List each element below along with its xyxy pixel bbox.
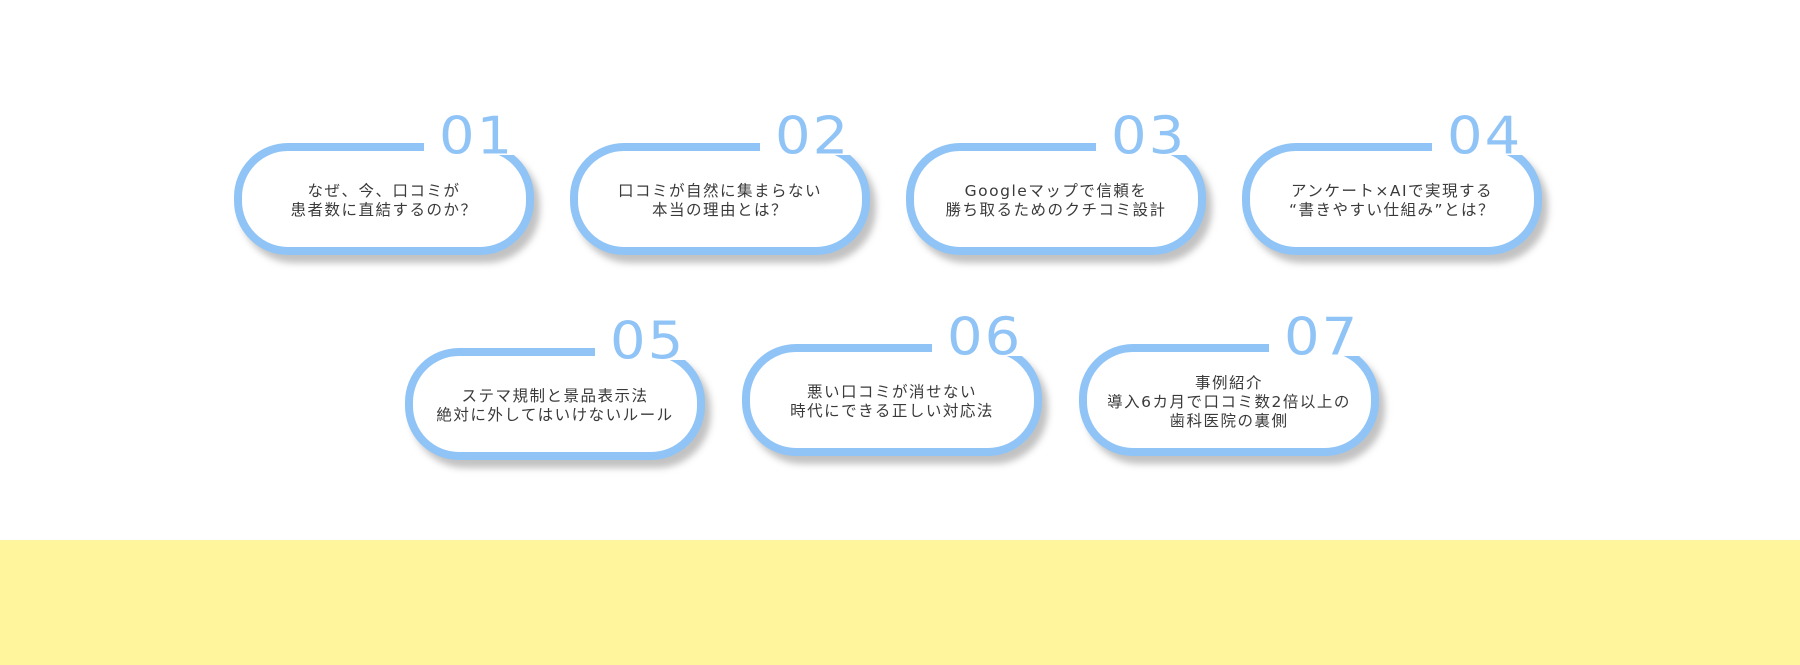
topic-title: Googleマップで信頼を 勝ち取るためのクチコミ設計 [945,182,1167,219]
topic-title: なぜ、今、口コミが 患者数に直結するのか？ [290,182,478,219]
topic-card-06[interactable]: 悪い口コミが消せない 時代にできる正しい対応法 06 [742,312,1060,464]
topic-card-frame: 悪い口コミが消せない 時代にできる正しい対応法 [742,344,1042,456]
topic-title: ステマ規制と景品表示法 絶対に外してはいけないルール [436,387,674,424]
number-notch [1432,115,1552,155]
topic-card-frame: 事例紹介 導入6カ月で口コミ数2倍以上の 歯科医院の裏側 [1079,344,1379,456]
topic-card-frame: なぜ、今、口コミが 患者数に直結するのか？ [234,143,534,255]
number-notch [1096,115,1216,155]
topic-title: アンケート×AIで実現する “書きやすい仕組み”とは？ [1288,182,1496,219]
topic-number: 04 [1447,106,1523,167]
topic-card-05[interactable]: ステマ規制と景品表示法 絶対に外してはいけないルール 05 [405,316,723,468]
number-notch [760,115,880,155]
topic-card-03[interactable]: Googleマップで信頼を 勝ち取るためのクチコミ設計 03 [906,111,1224,263]
topic-card-frame: 口コミが自然に集まらない 本当の理由とは？ [570,143,870,255]
number-notch [595,320,715,360]
topic-number: 07 [1284,307,1360,368]
topic-number: 05 [610,311,686,372]
topic-title: 事例紹介 導入6カ月で口コミ数2倍以上の 歯科医院の裏側 [1107,373,1351,430]
topic-title: 口コミが自然に集まらない 本当の理由とは？ [617,182,822,219]
number-notch [1269,316,1389,356]
topic-card-02[interactable]: 口コミが自然に集まらない 本当の理由とは？ 02 [570,111,888,263]
topic-title: 悪い口コミが消せない 時代にできる正しい対応法 [790,383,994,420]
topic-number: 02 [775,106,851,167]
topic-card-07[interactable]: 事例紹介 導入6カ月で口コミ数2倍以上の 歯科医院の裏側 07 [1079,312,1397,464]
topic-card-frame: ステマ規制と景品表示法 絶対に外してはいけないルール [405,348,705,460]
number-notch [424,115,544,155]
footer-band [0,540,1800,665]
topic-number: 03 [1111,106,1187,167]
topic-number: 06 [947,307,1023,368]
topic-number: 01 [439,106,515,167]
number-notch [932,316,1052,356]
topic-card-01[interactable]: なぜ、今、口コミが 患者数に直結するのか？ 01 [234,111,552,263]
topic-card-frame: アンケート×AIで実現する “書きやすい仕組み”とは？ [1242,143,1542,255]
topic-card-frame: Googleマップで信頼を 勝ち取るためのクチコミ設計 [906,143,1206,255]
topic-card-04[interactable]: アンケート×AIで実現する “書きやすい仕組み”とは？ 04 [1242,111,1560,263]
